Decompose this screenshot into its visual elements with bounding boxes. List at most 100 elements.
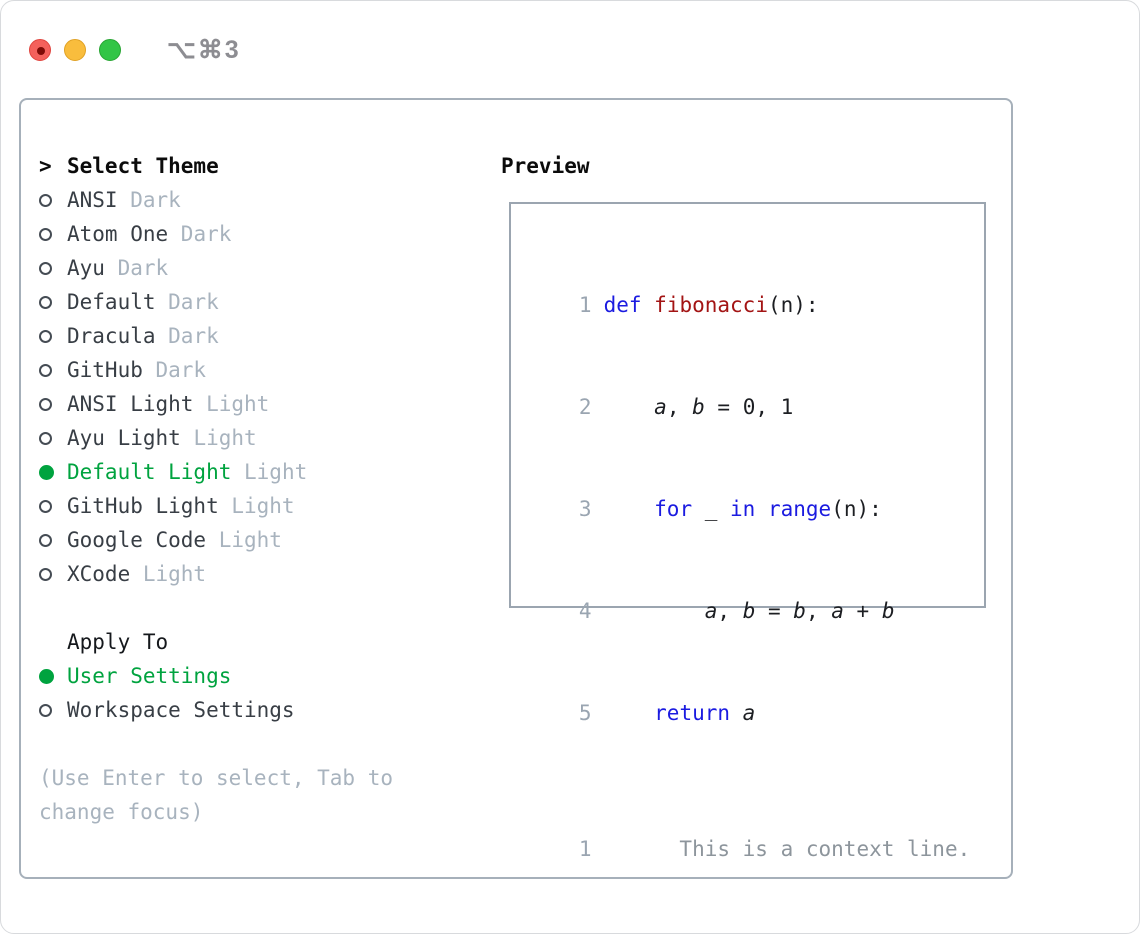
line-content: This is a context line. [603,837,971,861]
apply-to-list: User Settings Workspace Settings [39,659,475,727]
line-number: 2 [578,395,592,419]
token-p: = [755,599,794,623]
token-p: (n): [831,497,882,521]
option-label: GitHub Light [67,494,219,518]
line-content: return a [604,701,755,725]
minimize-button[interactable] [64,38,86,61]
code-line: 2 a, b = 0, 1 [528,356,984,458]
token-p: = 0, 1 [704,395,794,419]
theme-option-google-code[interactable]: Google Code Light [39,523,475,557]
option-variant-tag: Light [206,528,282,552]
preview-title: Preview [501,154,590,178]
diff-line: 2 - This line was deleted. [528,900,984,933]
token-kw: in [730,497,756,521]
option-label: Default [67,290,156,314]
line-content: def fibonacci(n): [604,293,819,317]
token-v: b [692,395,705,419]
theme-option-xcode[interactable]: XCode Light [39,557,475,591]
theme-option-ansi-light[interactable]: ANSI Light Light [39,387,475,421]
zoom-button[interactable] [99,38,121,61]
radio-unselected-icon [39,227,52,241]
radio-selected-icon [39,464,54,480]
option-variant-tag: Light [130,562,207,586]
radio-unselected-icon [39,703,52,717]
token-p: (n): [767,293,819,317]
option-variant-tag: Light [231,460,308,484]
theme-option-ayu-light[interactable]: Ayu Light Light [39,421,475,455]
token-p: , [666,395,693,419]
option-label: User Settings [67,664,232,688]
preview-box: 1 def fibonacci(n): 2 a, b = 0, 1 3 for _… [509,202,986,861]
token-kw: return [654,701,731,725]
token-v: a [704,599,718,623]
option-variant-tag: Light [193,392,270,416]
window-shortcut-label: ⌥⌘3 [167,35,241,64]
theme-option-default[interactable]: Default Dark [39,285,475,319]
token-p [604,395,655,419]
option-label: Atom One [67,222,169,246]
line-content: a, b = 0, 1 [604,395,794,419]
picker-title: Select Theme [67,154,219,178]
radio-selected-icon [39,668,54,684]
theme-option-ayu[interactable]: Ayu Dark [39,251,475,285]
diff-block: 1 This is a context line. 2 - This line … [528,798,984,933]
keyboard-hint: (Use Enter to select, Tab to change focu… [39,766,406,824]
apply-option-workspace-settings[interactable]: Workspace Settings [39,693,475,727]
theme-option-ansi[interactable]: ANSI Dark [39,183,475,217]
option-variant-tag: Light [218,494,295,518]
token-v: b [742,599,756,623]
spacer [528,764,984,798]
token-p [755,497,768,521]
token-p: _ [692,497,731,521]
code-block: 1 def fibonacci(n): 2 a, b = 0, 1 3 for _… [528,254,984,764]
cursor-icon: > [39,154,52,178]
code-line: 3 for _ in range(n): [528,458,984,560]
theme-option-atom-one[interactable]: Atom One Dark [39,217,475,251]
theme-option-github[interactable]: GitHub Dark [39,353,475,387]
diff-line: 1 This is a context line. [528,798,984,900]
token-v: b [881,599,895,623]
token-ctx: This is a context line. [603,837,971,861]
radio-unselected-icon [39,431,52,445]
option-variant-tag: Dark [155,324,219,348]
spacer [39,591,475,625]
option-label: Workspace Settings [67,698,295,722]
apply-option-user-settings[interactable]: User Settings [39,659,475,693]
token-p: , [805,599,832,623]
token-p [642,293,655,317]
theme-list: ANSI Dark Atom One Dark Ayu Dark Default… [39,183,475,591]
option-label: Google Code [67,528,207,552]
token-p [730,701,743,725]
code-line: 5 return a [528,662,984,764]
option-variant-tag: Dark [104,256,169,280]
token-v: b [793,599,806,623]
theme-picker-panel: > Select Theme ANSI Dark Atom One Dark A… [19,98,1013,879]
line-number: 4 [578,599,592,623]
token-p: , [717,599,743,623]
theme-picker: > Select Theme ANSI Dark Atom One Dark A… [21,100,475,877]
option-variant-tag: Dark [142,358,207,382]
option-label: Default Light [67,460,232,484]
token-p [604,599,705,623]
token-p: + [843,599,882,623]
token-kw: def [603,293,642,317]
theme-option-dracula[interactable]: Dracula Dark [39,319,475,353]
option-label: ANSI Light [67,392,194,416]
theme-option-github-light[interactable]: GitHub Light Light [39,489,475,523]
option-variant-tag: Dark [168,222,232,246]
close-button[interactable] [29,38,51,61]
theme-option-default-light[interactable]: Default Light Light [39,455,475,489]
radio-unselected-icon [39,499,52,513]
token-kw: for [654,497,693,521]
token-kw: range [767,497,832,521]
apply-to-header: Apply To [39,625,475,659]
line-number: 1 [578,837,592,861]
radio-unselected-icon [39,567,52,581]
radio-unselected-icon [39,261,52,275]
option-variant-tag: Light [180,426,257,450]
option-label: Dracula [67,324,156,348]
line-number: 1 [578,293,592,317]
option-label: GitHub [67,358,143,382]
option-variant-tag: Dark [155,290,219,314]
